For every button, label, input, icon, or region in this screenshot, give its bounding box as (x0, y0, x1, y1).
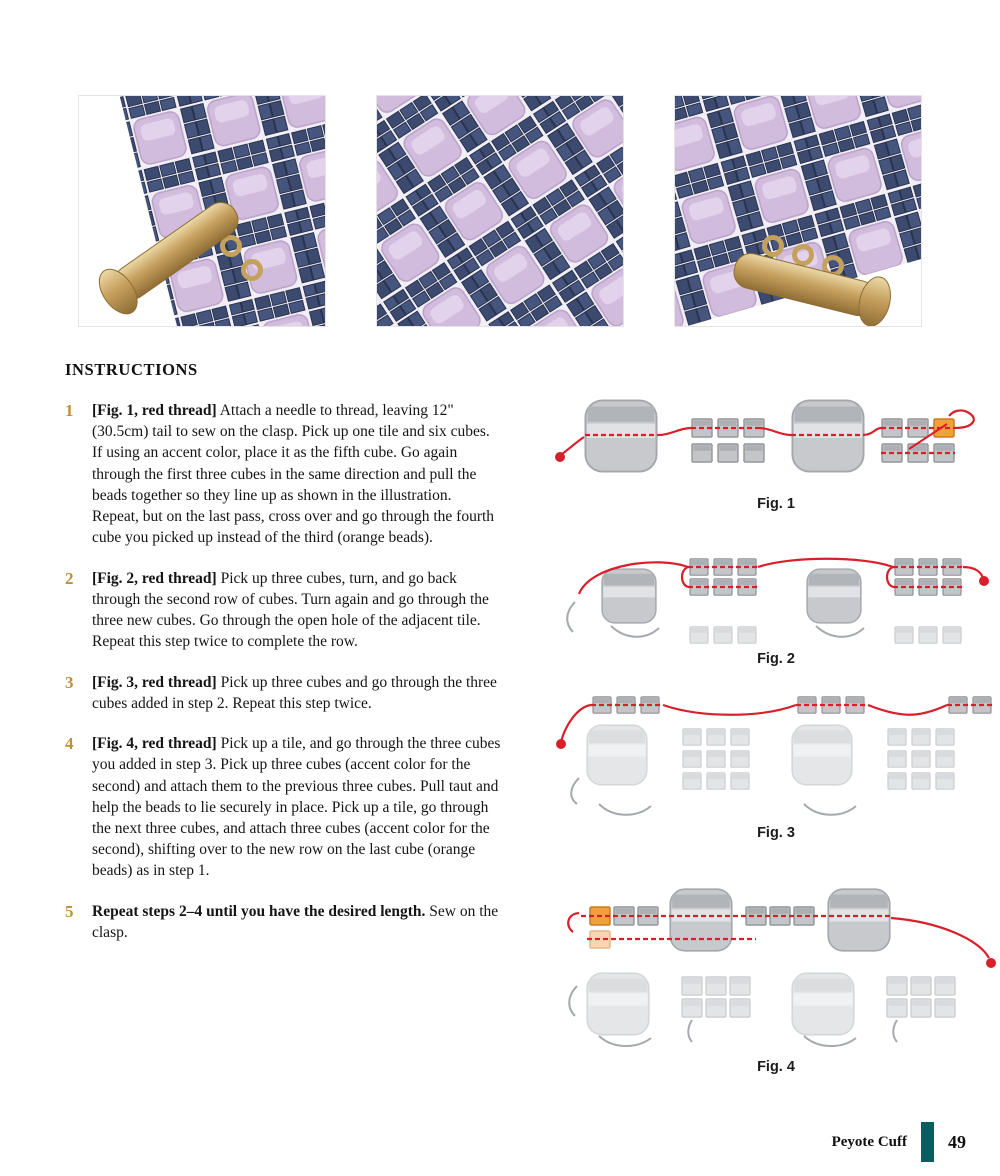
step-lead: [Fig. 1, red thread] (92, 402, 217, 419)
figure-4: Fig. 4 (545, 886, 1000, 1075)
figure-3-caption: Fig. 3 (757, 825, 795, 841)
figure-2: Fig. 2 (545, 554, 1000, 667)
photo-bracelet-closeup-image (377, 96, 623, 326)
step-text: Repeat steps 2–4 until you have the desi… (92, 901, 501, 943)
gray-thread (566, 601, 865, 638)
instruction-step-4: 4 [Fig. 4, red thread] Pick up a tile, a… (65, 733, 501, 882)
figure-2-caption: Fig. 2 (757, 651, 795, 667)
step-number: 4 (65, 734, 74, 754)
step-body: Attach a needle to thread, leaving 12" (… (92, 402, 495, 547)
step-number: 1 (65, 401, 74, 420)
fig4-diagram (567, 888, 996, 1047)
step-lead: Repeat steps 2–4 until you have the desi… (92, 902, 426, 920)
step-text: [Fig. 3, red thread] Pick up three cubes… (92, 672, 501, 714)
step-body: Pick up three cubes and go through the t… (92, 673, 497, 712)
photo-bracelet-clasp-right (674, 95, 922, 327)
thread-end-dot (986, 958, 996, 968)
step-text: [Fig. 1, red thread] Attach a needle to … (92, 400, 501, 549)
gray-thread (570, 777, 857, 816)
step-body: Pick up a tile, and go through the three… (92, 735, 501, 880)
photo-bracelet-clasp-left (78, 95, 326, 327)
page-number: 49 (948, 1131, 966, 1152)
step-lead: [Fig. 2, red thread] (92, 569, 217, 587)
step-text: [Fig. 4, red thread] Pick up a tile, and… (92, 733, 501, 882)
gray-thread (568, 985, 898, 1047)
instruction-step-2: 2 [Fig. 2, red thread] Pick up three cub… (65, 568, 501, 653)
fig2-diagram (566, 557, 989, 644)
red-thread (558, 409, 975, 457)
fig3-diagram (556, 696, 995, 816)
instructions-section: INSTRUCTIONS 1 [Fig. 1, red thread] Atta… (65, 360, 501, 962)
step-number: 2 (65, 568, 74, 588)
photo-row (78, 95, 922, 327)
red-thread (567, 911, 990, 959)
red-thread (559, 703, 995, 743)
photo-bracelet-clasp-right-image (675, 96, 921, 326)
step-lead: [Fig. 3, red thread] (92, 673, 217, 691)
step-number: 3 (65, 672, 74, 692)
red-thread (577, 557, 985, 595)
step-number: 5 (65, 901, 74, 921)
chapter-color-tab (921, 1122, 934, 1162)
instruction-step-3: 3 [Fig. 3, red thread] Pick up three cub… (65, 672, 501, 714)
figure-3: Fig. 3 (545, 694, 1000, 841)
figures-column: Fig. 1 (505, 375, 996, 1075)
photo-bracelet-closeup (376, 95, 624, 327)
instructions-heading: INSTRUCTIONS (65, 360, 198, 379)
thread-start-dot (556, 739, 566, 749)
fig1-diagram (555, 399, 975, 473)
step-body: Sew on the clasp. (92, 902, 499, 941)
instruction-step-1: 1 [Fig. 1, red thread] Attach a needle t… (65, 400, 501, 549)
thread-end-dot (979, 576, 989, 586)
figure-1: Fig. 1 (545, 391, 1000, 512)
thread-start-dot (555, 452, 565, 462)
instruction-step-5: 5 Repeat steps 2–4 until you have the de… (65, 901, 501, 943)
step-lead: [Fig. 4, red thread] (92, 735, 217, 753)
figure-4-caption: Fig. 4 (757, 1059, 795, 1075)
step-text: [Fig. 2, red thread] Pick up three cubes… (92, 568, 501, 653)
figure-1-caption: Fig. 1 (757, 496, 795, 512)
photo-bracelet-clasp-left-image (79, 96, 325, 326)
page-footer: Peyote Cuff 49 (832, 1122, 966, 1162)
chapter-title: Peyote Cuff (831, 1133, 907, 1150)
step-body: Pick up three cubes, turn, and go back t… (92, 569, 489, 651)
